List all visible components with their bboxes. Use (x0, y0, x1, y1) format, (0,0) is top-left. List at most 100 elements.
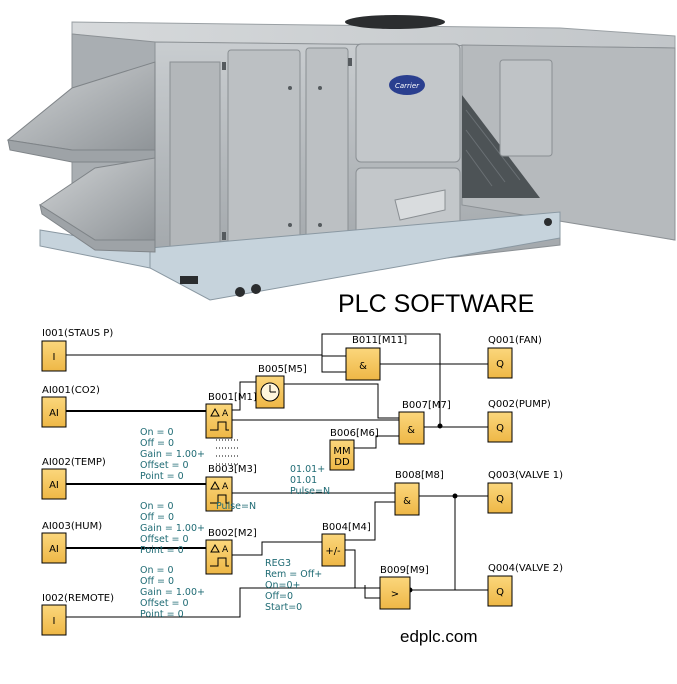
input-glyph: AI (49, 408, 59, 419)
param-line: Off = 0 (140, 438, 174, 449)
input-label: AI002(TEMP) (42, 457, 106, 468)
block-b002[interactable]: B002[M2] A (205, 528, 257, 575)
block-label: B004[M4] (322, 522, 371, 533)
analog-threshold-icon (210, 543, 229, 567)
block-b008[interactable]: B008[M8] & (394, 470, 444, 516)
analog-threshold-icon (210, 407, 229, 431)
input-ai001[interactable]: AI001(CO2) AI (41, 385, 100, 428)
output-q003[interactable]: Q003(VALVE 1) Q (487, 470, 563, 514)
output-glyph: Q (496, 494, 504, 505)
block-glyph: & (359, 361, 367, 372)
output-glyph: Q (496, 423, 504, 434)
block-b001[interactable]: B001[M1] A (205, 392, 257, 439)
analog-threshold-icon (210, 480, 229, 504)
param-line: Rem = Off+ (265, 569, 322, 580)
block-label: B007[M7] (402, 400, 451, 411)
input-i001[interactable]: I001(STAUS P) I (41, 328, 113, 372)
block-body (394, 482, 420, 516)
wire-i002-b009 (66, 587, 380, 618)
output-block (487, 347, 513, 379)
block-label: B008[M8] (395, 470, 444, 481)
input-ai002[interactable]: AI002(TEMP) AI (41, 457, 106, 500)
block-body (321, 533, 346, 567)
block-b009[interactable]: B009[M9] > (379, 565, 429, 610)
input-block (41, 340, 67, 372)
param-line: Offset = 0 (140, 534, 189, 545)
output-label: Q001(FAN) (488, 335, 542, 346)
block-glyph-line1: MM (333, 446, 350, 457)
param-line: On = 0 (140, 501, 174, 512)
param-line: On = 0 (140, 427, 174, 438)
block-b006[interactable]: B006[M6] MM DD (329, 428, 379, 471)
input-block (41, 604, 67, 636)
output-q002[interactable]: Q002(PUMP) Q (487, 399, 551, 443)
block-label: B002[M2] (208, 528, 257, 539)
wire-b009-aux (364, 585, 380, 599)
website-label[interactable]: edplc.com (400, 627, 477, 646)
rooftop-unit-illustration: Carrier (6, 15, 676, 301)
input-block (41, 468, 67, 500)
wire-b011-feedback (321, 333, 441, 425)
param-b003-pulse: Pulse=N (216, 501, 256, 512)
output-block (487, 575, 513, 607)
output-block (487, 411, 513, 443)
param-line: Off = 0 (140, 512, 174, 523)
input-block (41, 396, 67, 428)
block-b005[interactable]: B005[M5] (255, 364, 307, 409)
input-label: I002(REMOTE) (42, 593, 114, 604)
param-line: Start=0 (265, 602, 302, 613)
output-block (487, 482, 513, 514)
block-body (398, 411, 425, 445)
wire-b004-b008 (345, 501, 395, 541)
wire-b005-b001 (232, 381, 256, 411)
param-line: Gain = 1.00+ (140, 449, 205, 460)
block-glyph: & (407, 425, 415, 436)
input-glyph: I (53, 616, 56, 627)
param-line: Pulse=N (290, 486, 330, 497)
param-line: Point = 0 (140, 609, 184, 620)
output-q001[interactable]: Q001(FAN) Q (487, 335, 542, 379)
block-b004[interactable]: B004[M4] +/- (321, 522, 371, 567)
param-line: Off = 0 (140, 576, 174, 587)
output-label: Q004(VALVE 2) (488, 563, 563, 574)
block-b007[interactable]: B007[M7] & (398, 400, 451, 445)
input-label: AI001(CO2) (42, 385, 100, 396)
carrier-logo (389, 75, 425, 95)
param-line: Gain = 1.00+ (140, 587, 205, 598)
block-b011[interactable]: B011[M11] & (345, 335, 407, 381)
param-line: Off=0 (265, 591, 293, 602)
wire-b002-b004 (232, 541, 322, 556)
block-glyph-a: A (222, 482, 229, 492)
block-glyph: +/- (325, 546, 341, 557)
output-q004[interactable]: Q004(VALVE 2) Q (487, 563, 563, 607)
input-label: I001(STAUS P) (42, 328, 113, 339)
param-line: On=0+ (265, 580, 300, 591)
block-label: B009[M9] (380, 565, 429, 576)
input-ai003[interactable]: AI003(HUM) AI (41, 521, 102, 564)
block-body (205, 539, 233, 575)
input-i002[interactable]: I002(REMOTE) I (41, 593, 114, 636)
input-glyph: I (53, 352, 56, 363)
block-label: B001[M1] (208, 392, 257, 403)
block-glyph: & (403, 496, 411, 507)
page-title: PLC SOFTWARE (338, 290, 534, 318)
block-glyph: > (391, 589, 399, 600)
block-b003[interactable]: B003[M3] A (205, 464, 257, 512)
block-body (205, 403, 233, 439)
params-b001: On = 0 Off = 0 Gain = 1.00+ Offset = 0 P… (140, 427, 205, 482)
block-glyph-line2: DD (334, 457, 350, 468)
param-line: 01.01 (290, 475, 317, 486)
output-glyph: Q (496, 587, 504, 598)
block-body (379, 576, 411, 610)
wire-b005-b007 (284, 383, 399, 419)
carrier-logo-text: Carrier (395, 82, 420, 90)
block-label: B006[M6] (330, 428, 379, 439)
param-line: REG3 (265, 558, 291, 569)
output-label: Q002(PUMP) (488, 399, 551, 410)
junction-dot-q003 (452, 493, 458, 499)
input-glyph: AI (49, 480, 59, 491)
param-line: Offset = 0 (140, 460, 189, 471)
junction-dot-b007 (437, 423, 443, 429)
block-glyph-a: A (222, 545, 229, 555)
